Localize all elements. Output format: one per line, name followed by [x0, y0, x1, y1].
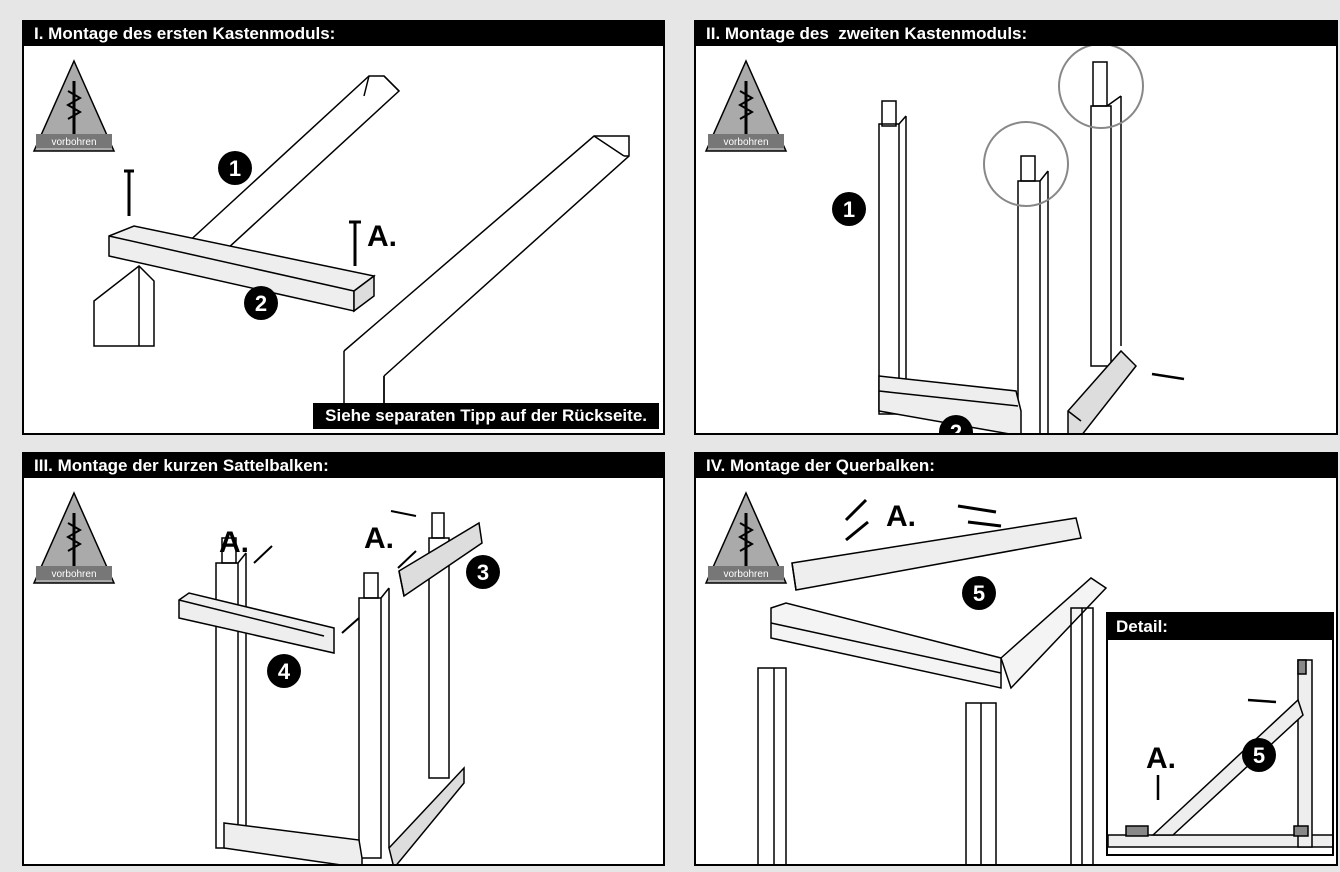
predrill-warning-icon: vorbohren — [704, 491, 788, 584]
panel-step-2: II. Montage des zweiten Kastenmoduls: vo… — [694, 20, 1338, 435]
part-number-badge: 2 — [244, 286, 278, 320]
panel-step-3: III. Montage der kurzen Sattelbalken: vo… — [22, 452, 665, 866]
part-number-badge: 2 — [939, 415, 973, 435]
panel-title: II. Montage des zweiten Kastenmoduls: — [696, 22, 1336, 46]
part-number-badge: 1 — [218, 151, 252, 185]
predrill-label: vorbohren — [723, 569, 768, 580]
step-letter-a: A. — [219, 526, 249, 559]
illustration-step-2: vorbohren — [704, 46, 1185, 435]
step-letter-a: A. — [364, 522, 394, 555]
detail-illustration: A. 5 — [1108, 659, 1332, 848]
panel-title: I. Montage des ersten Kastenmoduls: — [24, 22, 663, 46]
part-number-badge: 5 — [962, 576, 996, 610]
predrill-warning-icon: vorbohren — [704, 59, 788, 152]
part-number-1: 1 — [229, 156, 241, 181]
detail-title: Detail: — [1108, 614, 1332, 640]
part-number-1: 1 — [843, 197, 855, 222]
step-letter-a: A. — [367, 220, 397, 253]
tip-callout: Siehe separaten Tipp auf der Rückseite. — [313, 403, 659, 429]
part-number-2: 2 — [950, 420, 962, 435]
illustration-step-4: vorbohren A. 5 — [704, 491, 1108, 864]
illustration-step-3: vorbohren — [32, 491, 500, 864]
screw-icon — [253, 510, 417, 634]
predrill-warning-icon: vorbohren — [32, 59, 116, 152]
part-number-5: 5 — [973, 581, 985, 606]
part-number-badge: 3 — [466, 555, 500, 589]
screw-icon — [1151, 372, 1185, 381]
part-number-5: 5 — [1253, 743, 1265, 768]
panel-title: III. Montage der kurzen Sattelbalken: — [24, 454, 663, 478]
part-number-3: 3 — [477, 560, 489, 585]
part-number-4: 4 — [278, 659, 291, 684]
part-number-badge: 5 — [1242, 738, 1276, 772]
predrill-label: vorbohren — [51, 569, 96, 580]
screw-icon — [1156, 698, 1277, 800]
panel-step-4: IV. Montage der Querbalken: vorbohren — [694, 452, 1338, 866]
screw-icon — [124, 169, 361, 266]
part-number-2: 2 — [255, 291, 267, 316]
predrill-warning-icon: vorbohren — [32, 491, 116, 584]
step-letter-a: A. — [1146, 742, 1176, 775]
part-number-badge: 4 — [267, 654, 301, 688]
predrill-label: vorbohren — [723, 137, 768, 148]
illustration-step-1: vorbohren A. 1 — [32, 59, 630, 407]
panel-title: IV. Montage der Querbalken: — [696, 454, 1336, 478]
predrill-label: vorbohren — [51, 137, 96, 148]
screw-icon — [844, 498, 1002, 542]
detail-inset: Detail: A. 5 — [1106, 612, 1334, 856]
part-number-badge: 1 — [832, 192, 866, 226]
panel-step-1: I. Montage des ersten Kastenmoduls: vorb… — [22, 20, 665, 435]
step-letter-a: A. — [886, 500, 916, 533]
